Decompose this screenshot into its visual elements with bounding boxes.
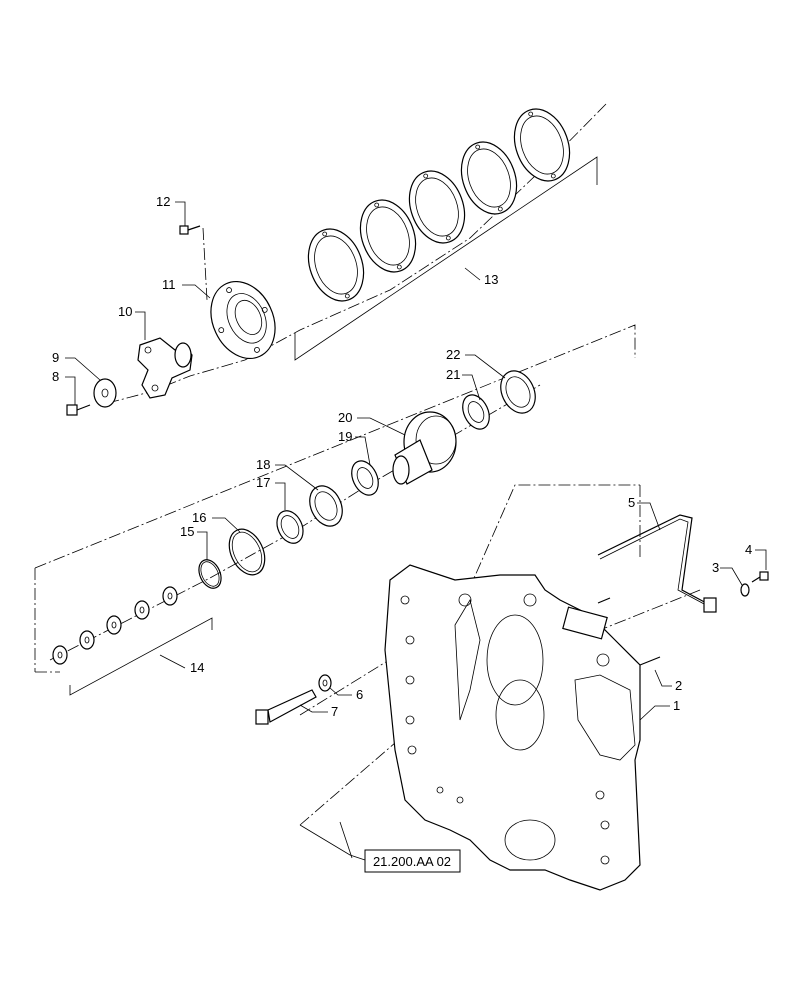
callout-9: 9: [52, 350, 59, 365]
callout-10: 10: [118, 304, 132, 319]
reference-label: 21.200.AA 02: [373, 854, 451, 869]
callout-17: 17: [256, 475, 270, 490]
callout-14: 14: [190, 660, 204, 675]
bearing-cone-19: [351, 460, 379, 496]
washer-3: [740, 583, 750, 597]
callout-15: 15: [180, 524, 194, 539]
callout-13: 13: [484, 272, 498, 287]
gear-shaft: [392, 411, 457, 485]
washer-9: [93, 378, 117, 408]
callout-7: 7: [331, 704, 338, 719]
bearing-cone-21: [462, 394, 490, 430]
bolt-4: [751, 571, 769, 583]
ring-17: [276, 510, 304, 544]
washer-6: [318, 674, 332, 692]
callout-22: 22: [446, 347, 460, 362]
bearing-cup-18: [309, 485, 343, 527]
housing: [384, 564, 661, 891]
bearing-cap: [210, 280, 276, 360]
bearing-cup-22: [500, 370, 536, 414]
callout-3: 3: [712, 560, 719, 575]
callout-11: 11: [162, 277, 176, 292]
callout-21: 21: [446, 367, 460, 382]
callout-6: 6: [356, 687, 363, 702]
callout-18: 18: [256, 457, 270, 472]
leader-lines: [65, 201, 767, 861]
snap-ring-15: [198, 559, 222, 589]
yoke: [137, 337, 193, 399]
shim-set: [52, 586, 213, 696]
reference-box[interactable]: 21.200.AA 02: [364, 849, 461, 873]
callout-5: 5: [628, 495, 635, 510]
callout-12: 12: [156, 194, 170, 209]
bolt-8: [66, 404, 91, 416]
bolt-7: [255, 689, 317, 725]
callout-20: 20: [338, 410, 352, 425]
callout-16: 16: [192, 510, 206, 525]
tube-5: [597, 514, 717, 613]
callout-19: 19: [338, 429, 352, 444]
callout-1: 1: [673, 698, 680, 713]
bolt-12: [179, 225, 201, 235]
o-ring-16: [228, 528, 266, 576]
callout-labels: 1 2 3 4 5 6 7 8 9 10 11 12 13 14 15 16 1…: [52, 194, 752, 719]
callout-2: 2: [675, 678, 682, 693]
callout-8: 8: [52, 369, 59, 384]
callout-4: 4: [745, 542, 752, 557]
gasket-set: [294, 108, 598, 361]
